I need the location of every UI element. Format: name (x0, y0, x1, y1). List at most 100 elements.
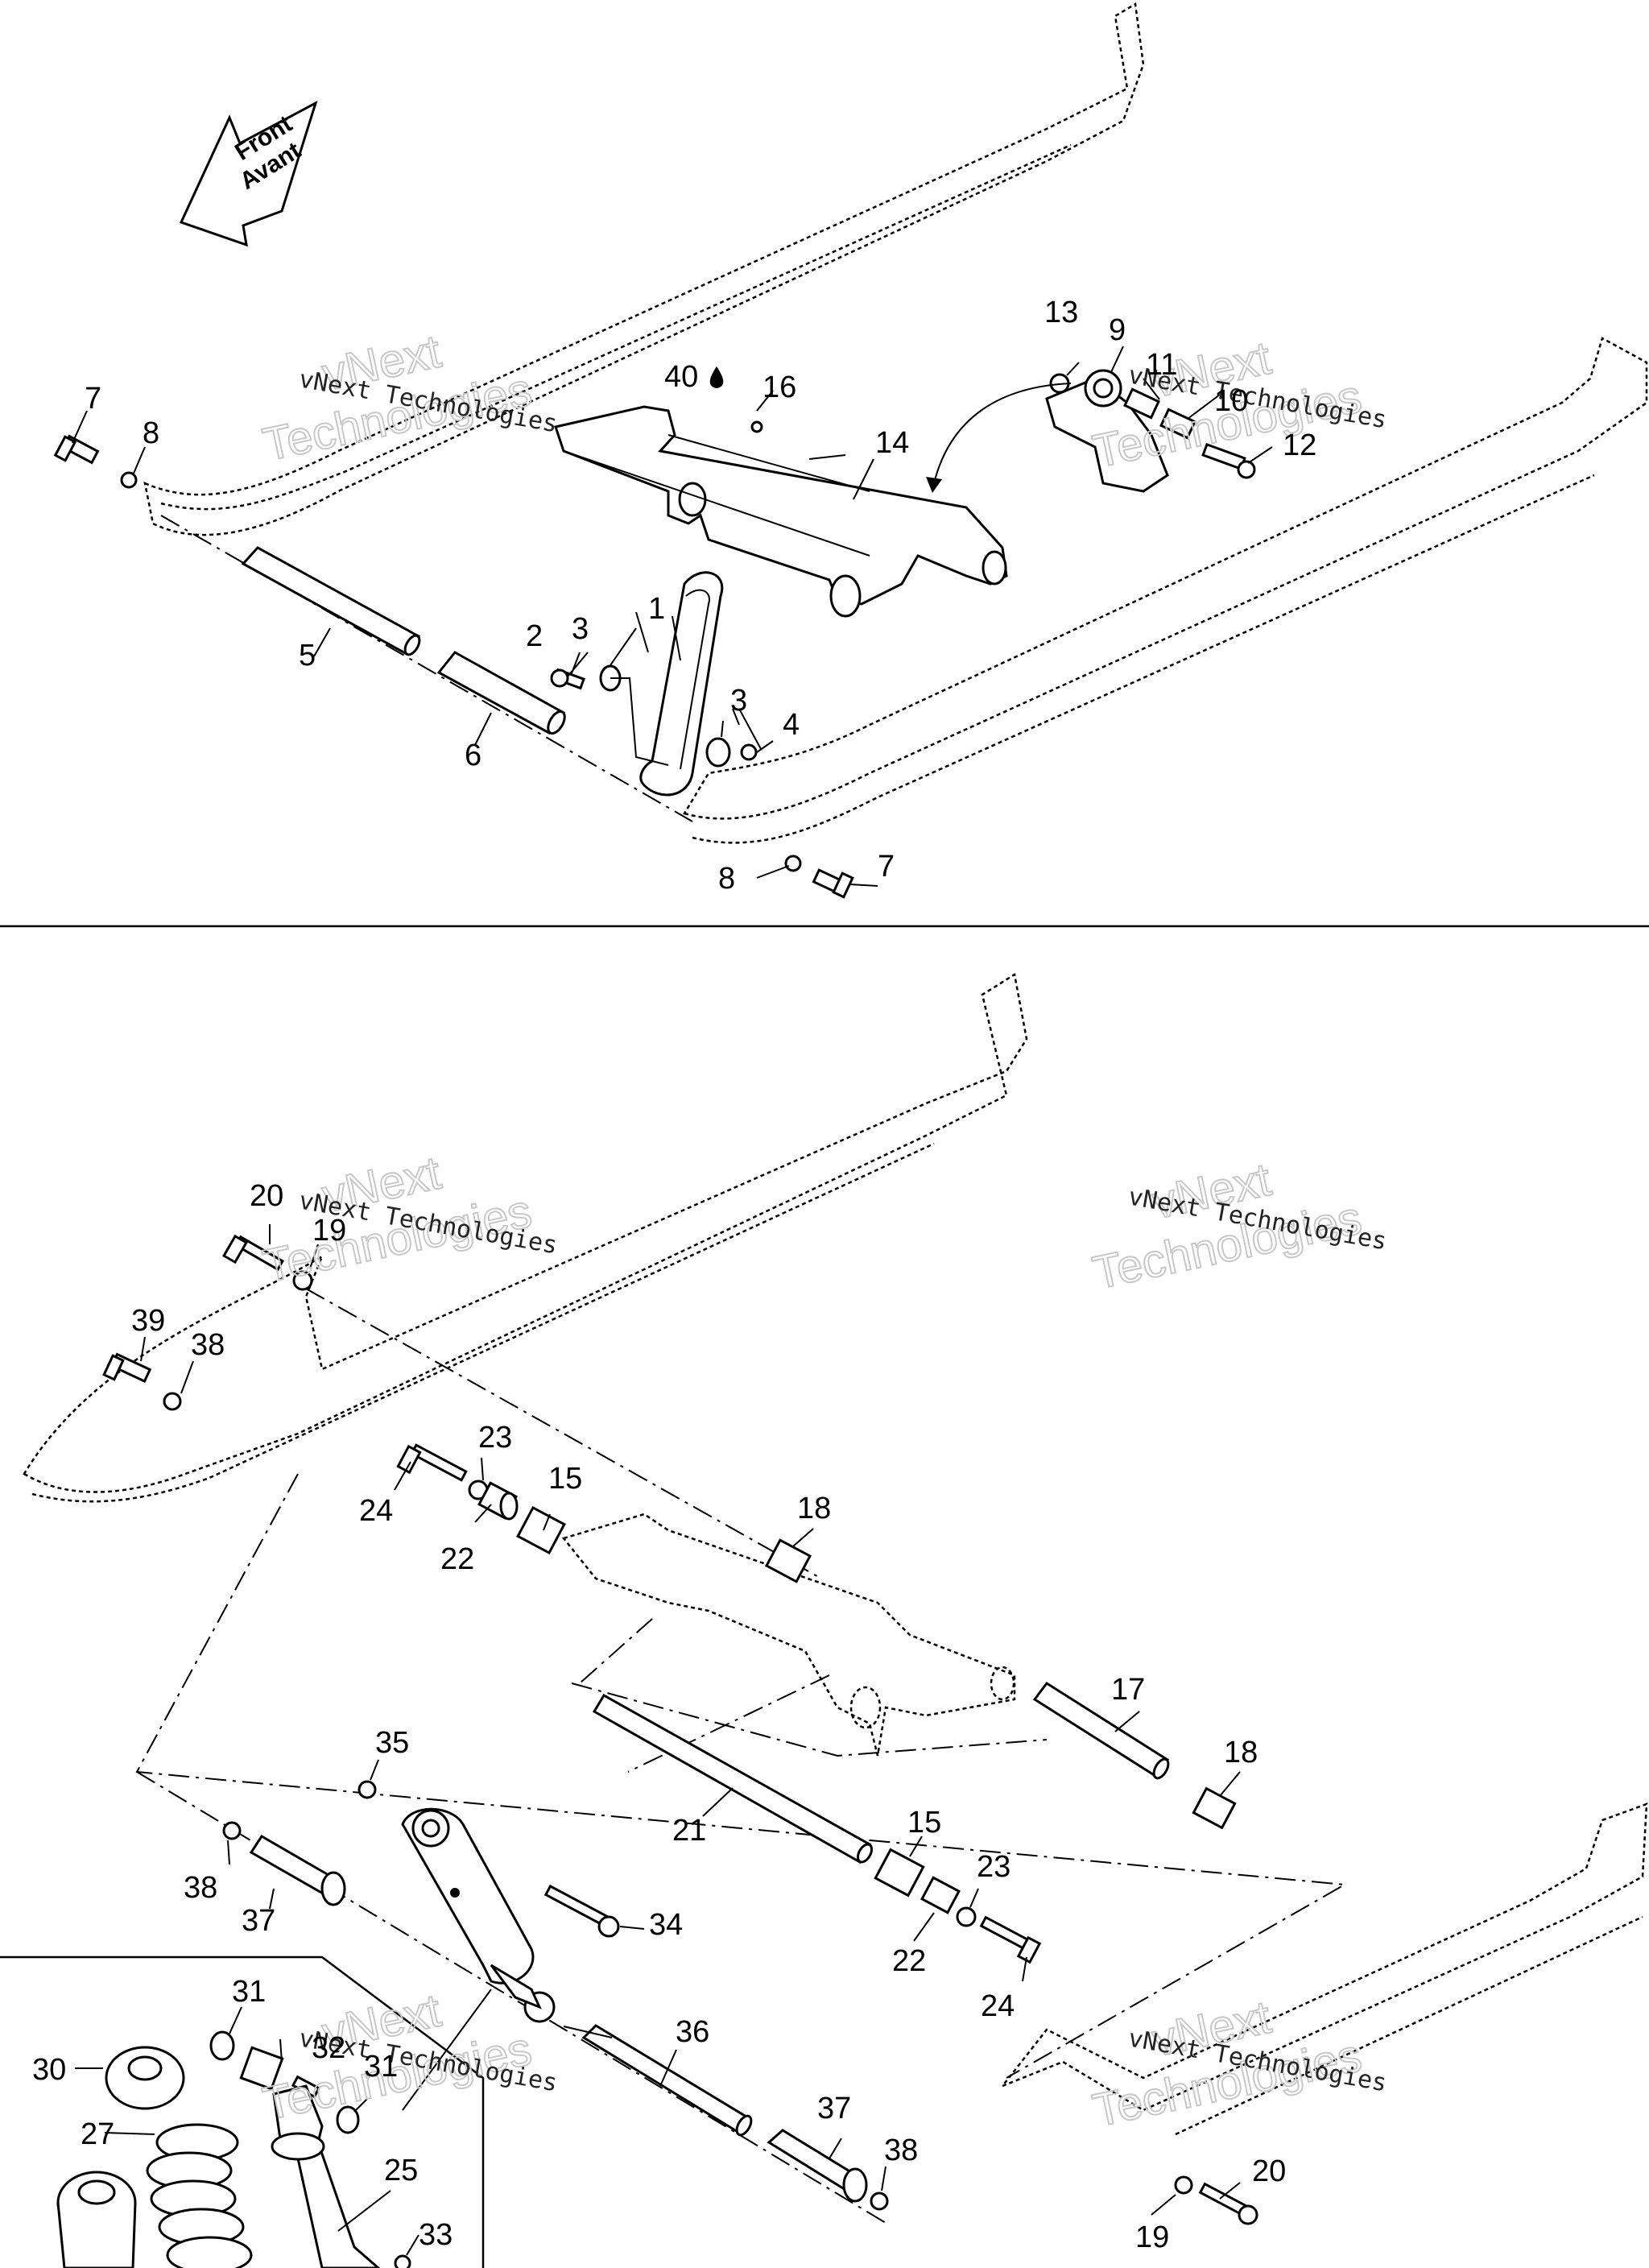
callout-38-top: 38 (191, 1328, 225, 1362)
callout-21: 21 (672, 1814, 706, 1848)
callout-1: 1 (648, 592, 665, 626)
washer-part-3-right (705, 737, 731, 768)
callout-9: 9 (1109, 313, 1126, 347)
spacer-part-32 (239, 2046, 284, 2091)
callout-7-right: 7 (878, 850, 895, 884)
front-direction-badge: Front Avant (179, 100, 318, 247)
bolt-part-20-top (222, 1234, 285, 1272)
callout-24-left: 24 (359, 1494, 393, 1528)
callout-37-left: 37 (242, 1904, 275, 1938)
spacer-part-18-top (764, 1538, 812, 1583)
callouts-top: 1 2 3 3 4 5 6 7 7 8 8 9 10 11 12 13 14 1… (85, 296, 1316, 896)
callout-22-left: 22 (440, 1542, 474, 1576)
callout-19-top: 19 (312, 1214, 346, 1248)
callout-3-right: 3 (730, 684, 747, 718)
callout-25: 25 (384, 2154, 418, 2187)
callout-17: 17 (1111, 1673, 1145, 1707)
bushing-part-11 (1123, 387, 1160, 420)
washer-part-38-left (222, 1821, 242, 1840)
callout-3-left: 3 (572, 612, 589, 646)
top-section (53, 2, 1648, 899)
bracket-part-9 (1045, 369, 1169, 493)
bushing-part-31-top (209, 2030, 235, 2061)
callout-2: 2 (526, 619, 543, 653)
shock-detail-inset (0, 1956, 485, 2268)
spacer-part-6 (436, 651, 566, 735)
callout-10: 10 (1214, 384, 1248, 418)
callout-32: 32 (312, 2031, 345, 2065)
callout-35: 35 (375, 1726, 409, 1760)
bolt-part-12 (1201, 442, 1256, 479)
nut-part-33 (394, 2254, 411, 2268)
axle-part-5 (241, 546, 421, 656)
arrow-head (926, 477, 942, 493)
rear-arm-assembly (561, 1513, 1016, 1757)
callout-18-top: 18 (797, 1492, 831, 1525)
nut-part-35 (357, 1780, 377, 1799)
washer-part-38-right (870, 2191, 889, 2211)
bushing-part-22-left (477, 1481, 519, 1521)
callout-20-top: 20 (250, 1179, 283, 1213)
washer-part-23-right (956, 1906, 977, 1927)
bolt-head-2 (550, 668, 569, 688)
callout-15-left: 15 (548, 1462, 582, 1496)
callout-4: 4 (783, 708, 800, 742)
callout-16: 16 (763, 370, 796, 404)
bolt-part-7-right (812, 868, 854, 899)
link-arm-part-1 (639, 571, 724, 797)
bolt-part-7-left (53, 434, 100, 465)
callout-23-left: 23 (478, 1421, 512, 1455)
right-rail-bottom (999, 1802, 1648, 2136)
bolt-part-24-left (396, 1443, 468, 1482)
callout-37-right: 37 (817, 2092, 851, 2125)
callout-7-left: 7 (85, 382, 101, 416)
left-rail-bottom (23, 972, 1028, 1503)
shock-body-part-25 (271, 2084, 381, 2268)
callout-40: 40 (664, 360, 698, 394)
spring-part-27 (146, 2123, 253, 2268)
callout-18-right: 18 (1224, 1736, 1258, 1769)
grease-drop-icon (709, 366, 724, 388)
callout-14: 14 (875, 426, 909, 460)
callout-31-top: 31 (232, 1975, 266, 2009)
callout-31-bottom: 31 (364, 2050, 398, 2084)
bottom-section (0, 972, 1648, 2268)
bolt-part-39 (102, 1352, 152, 1383)
spring-cup-part-30 (105, 2046, 185, 2110)
callout-12: 12 (1283, 428, 1316, 462)
callout-19-right: 19 (1135, 2220, 1169, 2254)
callout-30: 30 (32, 2053, 66, 2087)
callout-33: 33 (419, 2218, 453, 2252)
spacer-part-15-left (516, 1505, 566, 1555)
spring-seat (56, 2171, 137, 2268)
callout-5: 5 (299, 639, 316, 673)
callout-38-left: 38 (184, 1871, 217, 1905)
callout-36: 36 (676, 2015, 709, 2049)
a-arm-part-14 (554, 405, 1008, 618)
spacer-part-15-right (874, 1848, 925, 1898)
washer-part-38-top (163, 1392, 182, 1411)
axle-part-17 (1032, 1681, 1170, 1780)
callout-13: 13 (1044, 296, 1078, 329)
callout-11: 11 (1146, 348, 1177, 382)
bushing-part-37-left (249, 1834, 346, 1906)
axle-part-36 (581, 2024, 753, 2137)
grease-fitting-part-16 (750, 420, 763, 433)
washer-part-8-left (120, 471, 138, 489)
callout-6: 6 (465, 739, 481, 772)
callout-22-right: 22 (892, 1944, 926, 1978)
spacer-part-18-right (1192, 1786, 1237, 1830)
washer-part-19-right (1174, 2175, 1193, 2195)
left-rail-top (143, 2, 1145, 536)
callout-8-right: 8 (718, 862, 735, 896)
callout-27: 27 (81, 2117, 114, 2151)
callout-20-right: 20 (1252, 2154, 1286, 2188)
nut-part-4 (740, 743, 758, 761)
bolt-part-24-right (979, 1915, 1042, 1964)
callout-15-right: 15 (907, 1806, 941, 1840)
shock-absorber-assembly (401, 1807, 556, 2023)
bolt-part-20-right (1198, 2182, 1258, 2225)
bushing-part-31-bottom (336, 2105, 360, 2134)
callout-23-right: 23 (977, 1850, 1010, 1884)
